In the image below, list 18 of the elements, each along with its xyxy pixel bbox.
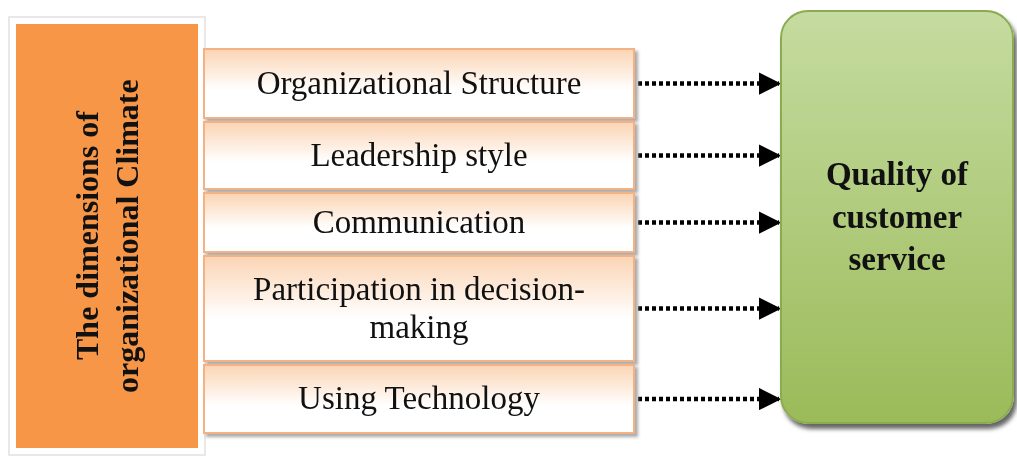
arrow [638, 387, 782, 411]
arrow [638, 144, 782, 167]
arrow [638, 211, 782, 234]
node-text: Quality of customer service [824, 154, 970, 280]
node-text: Communication [312, 203, 526, 242]
node-text: Using Technology [298, 380, 540, 418]
factor-box [203, 255, 635, 362]
node-text: The dimensions of organizational Climate [68, 78, 146, 395]
outcome-box [780, 10, 1014, 424]
node-text: Organizational Structure [256, 64, 582, 103]
factor-box [203, 192, 635, 253]
arrow [638, 297, 782, 320]
factor-box [203, 48, 635, 119]
factor-box [203, 121, 635, 190]
factor-box [203, 364, 635, 434]
arrow [638, 72, 782, 95]
node-text: Leadership style [310, 136, 528, 175]
node-text: Participation in decision-making [252, 270, 586, 347]
